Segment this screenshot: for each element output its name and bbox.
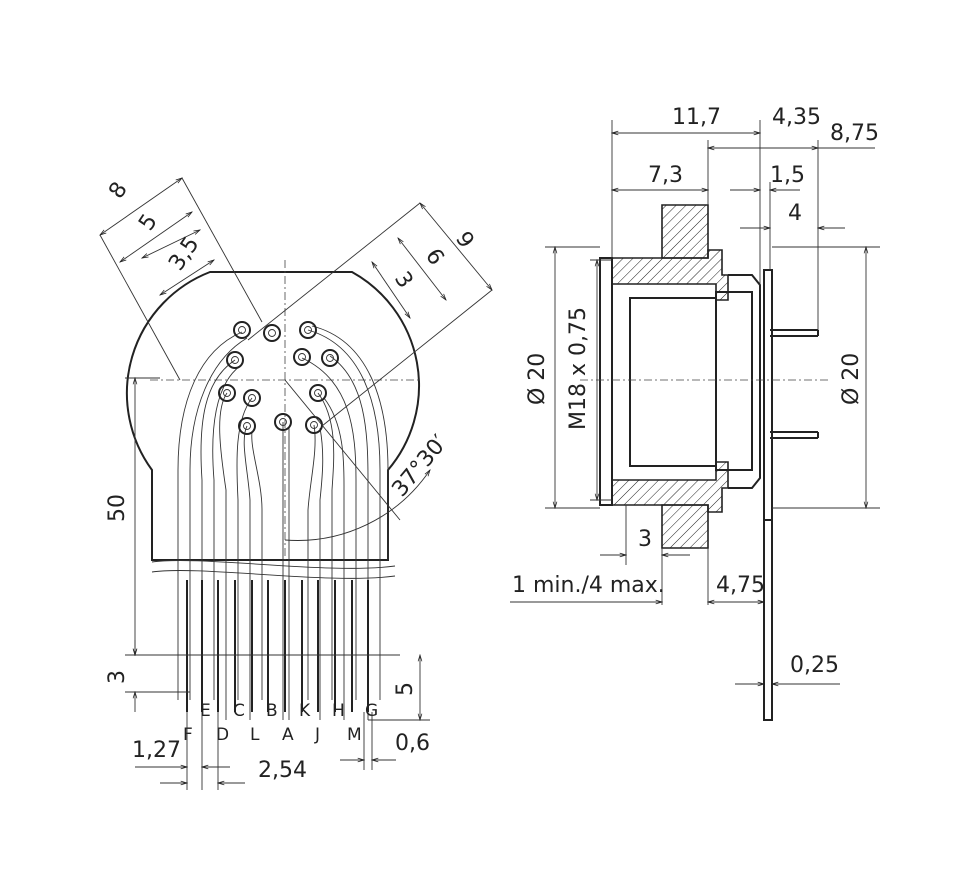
svg-text:1,5: 1,5: [770, 163, 805, 188]
contact: [299, 321, 317, 339]
svg-text:9: 9: [450, 227, 479, 253]
side-view: 11,7 4,35 8,75 7,3 1,5 4 Ø 20 M18 x 0,75…: [510, 105, 880, 721]
contact: [238, 417, 256, 435]
svg-text:M18 x 0,75: M18 x 0,75: [566, 307, 591, 430]
svg-text:Ø 20: Ø 20: [525, 353, 550, 405]
svg-text:1 min./4 max.: 1 min./4 max.: [512, 573, 665, 598]
svg-text:A: A: [282, 725, 294, 745]
pin-labels-bottom: F D L A J M: [183, 725, 362, 745]
diag-dims-left: 8 5 3,5: [100, 178, 263, 381]
svg-text:50: 50: [105, 494, 130, 522]
svg-text:Ø 20: Ø 20: [839, 353, 864, 405]
svg-text:7,3: 7,3: [648, 163, 683, 188]
svg-text:J: J: [314, 725, 320, 745]
angle-label: 37°30′: [387, 431, 452, 502]
contact: [243, 389, 261, 407]
svg-text:8,75: 8,75: [830, 121, 879, 146]
svg-text:3: 3: [389, 267, 418, 293]
svg-text:6: 6: [420, 244, 449, 270]
svg-text:2,54: 2,54: [258, 758, 307, 783]
lead-ends: [186, 580, 369, 712]
svg-text:3: 3: [105, 670, 130, 684]
svg-text:H: H: [332, 701, 345, 721]
svg-text:C: C: [233, 701, 245, 721]
svg-text:D: D: [216, 725, 229, 745]
contact: [226, 351, 244, 369]
contact-carrier: [715, 291, 753, 471]
svg-text:11,7: 11,7: [672, 105, 721, 130]
svg-text:B: B: [266, 701, 278, 721]
svg-text:8: 8: [104, 178, 133, 204]
svg-text:0,6: 0,6: [395, 731, 430, 756]
contact: [274, 413, 292, 431]
svg-text:3,5: 3,5: [164, 232, 204, 275]
svg-text:3: 3: [638, 527, 652, 552]
contact: [218, 384, 236, 402]
pcb: [763, 269, 773, 521]
svg-text:L: L: [250, 725, 260, 745]
front-view: 37°30′ 8 5 3,5 9 6 3 50: [100, 178, 492, 790]
insert: [629, 297, 717, 467]
svg-text:4,35: 4,35: [772, 105, 821, 130]
panel-bottom: [661, 504, 709, 549]
contact: [293, 348, 311, 366]
svg-text:4: 4: [788, 201, 802, 226]
svg-text:K: K: [299, 701, 311, 721]
svg-text:0,25: 0,25: [790, 653, 839, 678]
pin-labels-top: E C B K H G: [200, 701, 378, 721]
contact: [309, 384, 327, 402]
contact: [233, 321, 251, 339]
svg-text:E: E: [200, 701, 211, 721]
svg-text:F: F: [183, 725, 193, 745]
svg-text:5: 5: [134, 210, 163, 236]
svg-text:M: M: [347, 725, 362, 745]
pcb-leads: [177, 325, 389, 720]
contact: [321, 349, 339, 367]
svg-text:G: G: [365, 701, 378, 721]
contact: [263, 324, 281, 342]
panel-top: [661, 204, 709, 259]
svg-text:1,27: 1,27: [132, 738, 181, 763]
svg-text:4,75: 4,75: [716, 573, 765, 598]
svg-text:5: 5: [393, 682, 418, 696]
housing-top-wall: [611, 249, 729, 301]
contacts: [218, 321, 339, 435]
housing-bottom-wall: [611, 461, 729, 513]
